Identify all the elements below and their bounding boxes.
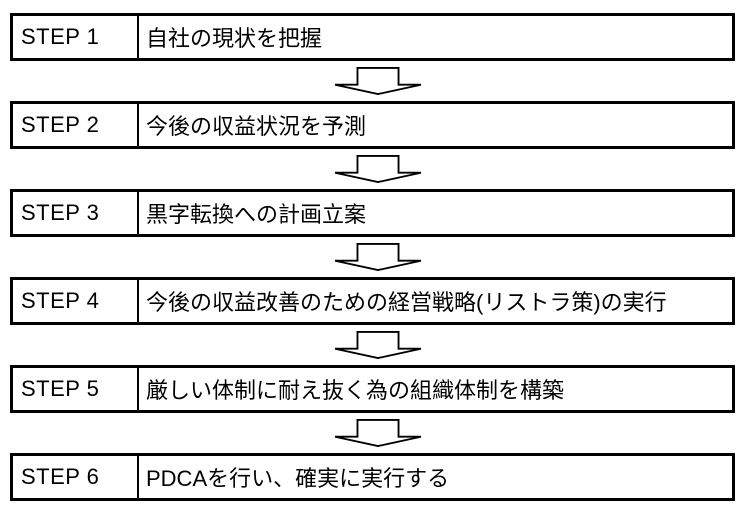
step-4-text: 今後の収益改善のための経営戦略(リストラ策)の実行 [146, 290, 667, 315]
arrow-gap-1 [0, 61, 745, 101]
down-block-arrow-icon [334, 419, 421, 447]
down-block-arrow-icon [334, 67, 421, 95]
down-block-arrow-icon [334, 243, 421, 271]
step-6-label: STEP 6 [13, 456, 139, 498]
step-3-text: 黒字転換への計画立案 [146, 202, 367, 227]
arrow-gap-5 [0, 413, 745, 453]
step-1-text: 自社の現状を把握 [146, 26, 323, 51]
step-2-label: STEP 2 [13, 104, 139, 146]
step-row-1: STEP 1 自社の現状を把握 [10, 13, 735, 61]
down-block-arrow-icon [334, 155, 421, 183]
step-row-2: STEP 2 今後の収益状況を予測 [10, 101, 735, 149]
step-5-text: 厳しい体制に耐え抜く為の組織体制を構築 [146, 378, 565, 403]
step-1-label: STEP 1 [13, 16, 139, 58]
step-row-4: STEP 4 今後の収益改善のための経営戦略(リストラ策)の実行 [10, 277, 735, 325]
arrow-gap-4 [0, 325, 745, 365]
step-row-3: STEP 3 黒字転換への計画立案 [10, 189, 735, 237]
step-5-label: STEP 5 [13, 368, 139, 410]
step-row-5: STEP 5 厳しい体制に耐え抜く為の組織体制を構築 [10, 365, 735, 413]
step-row-6: STEP 6 PDCAを行い、確実に実行する [10, 453, 735, 501]
arrow-gap-3 [0, 237, 745, 277]
step-6-text: PDCAを行い、確実に実行する [146, 466, 450, 491]
step-2-text: 今後の収益状況を予測 [146, 114, 367, 139]
step-3-label: STEP 3 [13, 192, 139, 234]
arrow-gap-2 [0, 149, 745, 189]
down-block-arrow-icon [334, 331, 421, 359]
step-4-label: STEP 4 [13, 280, 139, 322]
